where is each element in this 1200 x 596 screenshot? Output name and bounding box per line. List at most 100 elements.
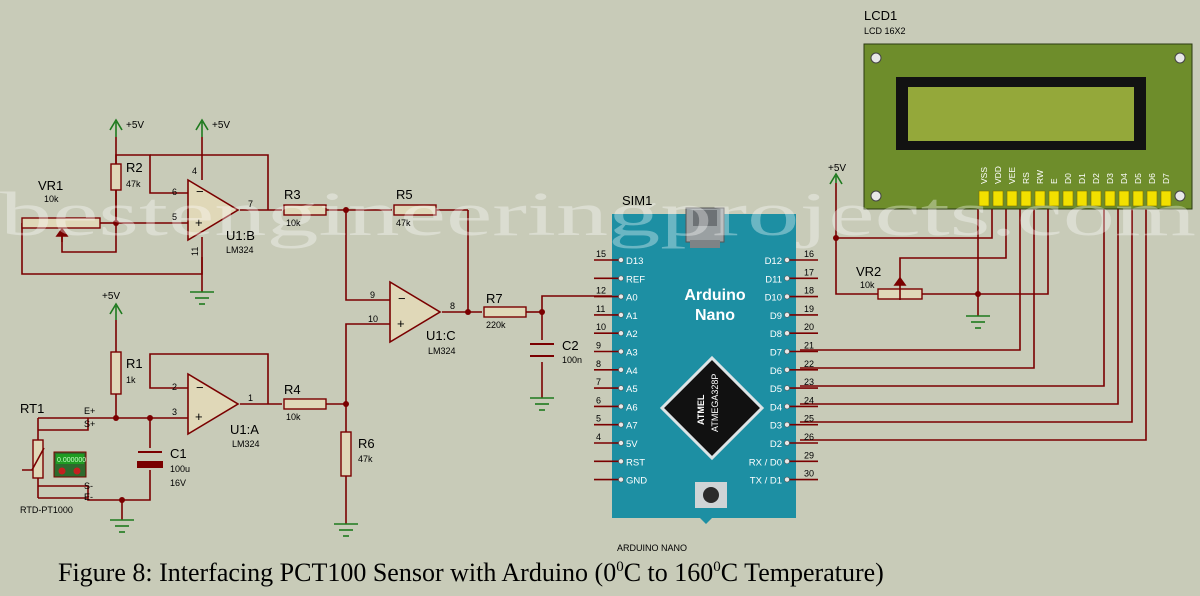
lcd-pin-label: D5 xyxy=(1133,173,1143,184)
arduino-pin-name: A2 xyxy=(626,329,638,340)
arduino-pin-number: 17 xyxy=(804,267,814,277)
lcd-pin-label: D0 xyxy=(1063,173,1073,184)
r3-ref: R3 xyxy=(284,187,301,202)
r4-value: 10k xyxy=(286,412,301,422)
lcd-pin-label: E xyxy=(1049,178,1059,184)
rtd-button-icon[interactable] xyxy=(58,467,66,475)
vcc-label: +5V xyxy=(212,120,230,131)
atmel-chip: ATMEL ATMEGA328P xyxy=(659,355,765,461)
wire-u1a-fb xyxy=(149,353,269,404)
junction-dot xyxy=(975,291,981,297)
lcd-pin-pad xyxy=(1146,190,1158,207)
vcc-label: +5V xyxy=(102,291,120,302)
lcd-pin-label: VSS xyxy=(979,167,989,184)
arduino-pin-pad xyxy=(618,385,624,391)
arduino-pin-number: 7 xyxy=(596,377,601,387)
rt1-pin-sminus: S- xyxy=(84,481,93,491)
r6-value: 47k xyxy=(358,454,373,464)
u1a-ref: U1:A xyxy=(230,422,259,437)
arduino-pin-number: 24 xyxy=(804,395,814,405)
r4-ref: R4 xyxy=(284,382,301,397)
lcd-screen xyxy=(908,87,1134,141)
vcc-arrow-icon xyxy=(109,118,123,137)
u1a-part: LM324 xyxy=(232,439,260,449)
arduino-pin-pad xyxy=(784,385,790,391)
arduino-pin-name: 5V xyxy=(626,439,638,450)
junction-dot xyxy=(833,235,839,241)
lcd-pin-label: RS xyxy=(1021,172,1031,184)
rt1-type: RTD-PT1000 xyxy=(20,505,73,515)
arduino-pin-pad xyxy=(618,458,624,465)
arduino-pin-number: 8 xyxy=(596,359,601,369)
resistor-r2 xyxy=(110,163,122,191)
arduino-pin-pad xyxy=(618,348,624,355)
u1b-ref: U1:B xyxy=(226,228,255,243)
arduino-pin-name: D13 xyxy=(626,256,643,267)
u1c-pin: 9 xyxy=(370,290,375,300)
arduino-pin-name: A1 xyxy=(626,311,638,322)
arduino-pin-pad xyxy=(618,312,624,318)
arduino-pin-name: A5 xyxy=(626,384,638,395)
caption-superscript: 0 xyxy=(713,559,721,575)
r7-ref: R7 xyxy=(486,291,503,306)
lcd-pin-pad xyxy=(1132,190,1144,207)
lcd-pin-label: RW xyxy=(1035,170,1045,184)
arduino-pin-pad xyxy=(618,366,624,373)
arduino-right-pins: 16D1217D1118D1019D920D821D722D623D524D42… xyxy=(749,249,818,487)
vcc-arrow-icon xyxy=(109,302,123,320)
pot-wipers xyxy=(55,227,907,300)
arduino-pin-name: RX / D0 xyxy=(749,457,782,468)
arduino-pin-name: GND xyxy=(626,476,647,487)
svg-text:−: − xyxy=(196,380,204,395)
reset-button[interactable] xyxy=(703,487,719,503)
arduino-pin-name: D7 xyxy=(770,348,782,359)
lcd-pin-label: VDD xyxy=(993,166,1003,184)
r1-value: 1k xyxy=(126,375,136,385)
arduino-pin-number: 29 xyxy=(804,450,814,460)
arduino-pin-number: 9 xyxy=(596,341,601,351)
lcd-mount-hole-icon xyxy=(870,52,882,64)
arduino-pin-number: 30 xyxy=(804,469,814,479)
arduino-pin-name: TX / D1 xyxy=(750,476,782,487)
lcd-type: LCD 16X2 xyxy=(864,26,906,36)
arduino-footer: ARDUINO NANO xyxy=(617,543,687,553)
wire-sminus xyxy=(38,485,123,520)
rt1-pin-eminus: E- xyxy=(84,492,93,502)
arduino-pin-pad xyxy=(784,275,790,282)
lcd-pin-pad xyxy=(1090,190,1102,207)
c1-voltage: 16V xyxy=(170,478,186,488)
u1b-pin: 5 xyxy=(172,212,177,222)
arduino-nano-board: ATMEL ATMEGA328P Arduino Nano 15D13REF12… xyxy=(594,207,818,524)
arduino-pin-number: 10 xyxy=(596,322,606,332)
u1a-pin: 3 xyxy=(172,407,177,417)
lcd-pin-pad xyxy=(1118,190,1130,207)
ground-icon xyxy=(110,519,134,533)
lcd-pin-label: D1 xyxy=(1077,173,1087,184)
arduino-pin-name: D12 xyxy=(765,256,782,267)
ground-icon xyxy=(190,291,214,305)
lcd-pin-pad xyxy=(1076,190,1088,207)
arduino-pin-name: D11 xyxy=(765,274,782,285)
wire-c1-bottom xyxy=(122,470,151,501)
rt1-pin-splus: S+ xyxy=(84,419,95,429)
vcc-arrow-icon xyxy=(829,172,843,185)
arduino-pin-number: 22 xyxy=(804,359,814,369)
rt1-pin-eplus: E+ xyxy=(84,406,95,416)
arduino-pin-pad xyxy=(618,330,624,337)
arduino-pin-pad xyxy=(784,312,790,318)
wire-vr2-wiper xyxy=(899,206,1007,286)
arduino-pin-number: 26 xyxy=(804,432,814,442)
junction-dot xyxy=(539,309,545,315)
arduino-pin-name: A0 xyxy=(626,293,638,304)
arduino-pin-pad xyxy=(784,440,790,446)
lcd-pin-pad xyxy=(1034,190,1046,207)
wire-d2-lcd xyxy=(800,206,1147,441)
rtd-button-icon[interactable] xyxy=(73,467,81,475)
lcd-mount-hole-icon xyxy=(870,190,882,202)
arduino-pin-pad xyxy=(784,458,790,465)
capacitor-c2 xyxy=(530,343,554,357)
arduino-pin-number: 20 xyxy=(804,322,814,332)
u1a-pin: 1 xyxy=(248,393,253,403)
